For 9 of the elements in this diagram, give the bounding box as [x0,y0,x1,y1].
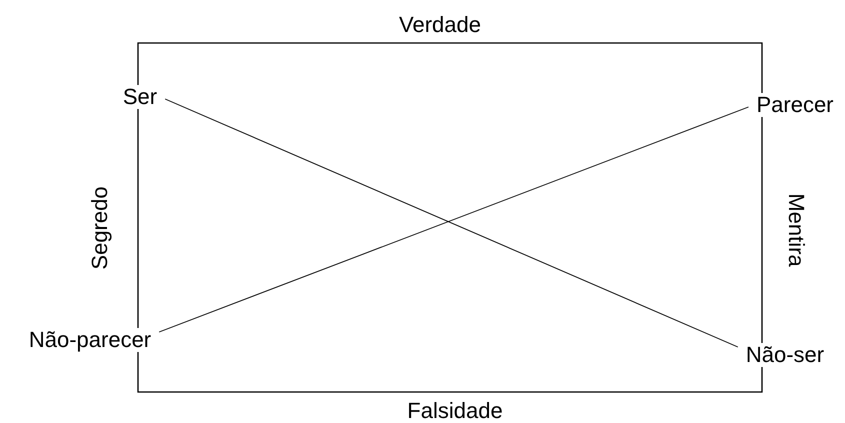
term-label: Ser [120,85,160,109]
frame-line [137,109,139,328]
frame-line [137,352,763,393]
term-label: Parecer [754,93,836,117]
frame-line [137,42,763,93]
edge-label: Segredo [88,186,112,270]
term-label: Não-ser [744,343,826,367]
term-label: Não-parecer [26,328,154,352]
frame-line [761,117,763,343]
